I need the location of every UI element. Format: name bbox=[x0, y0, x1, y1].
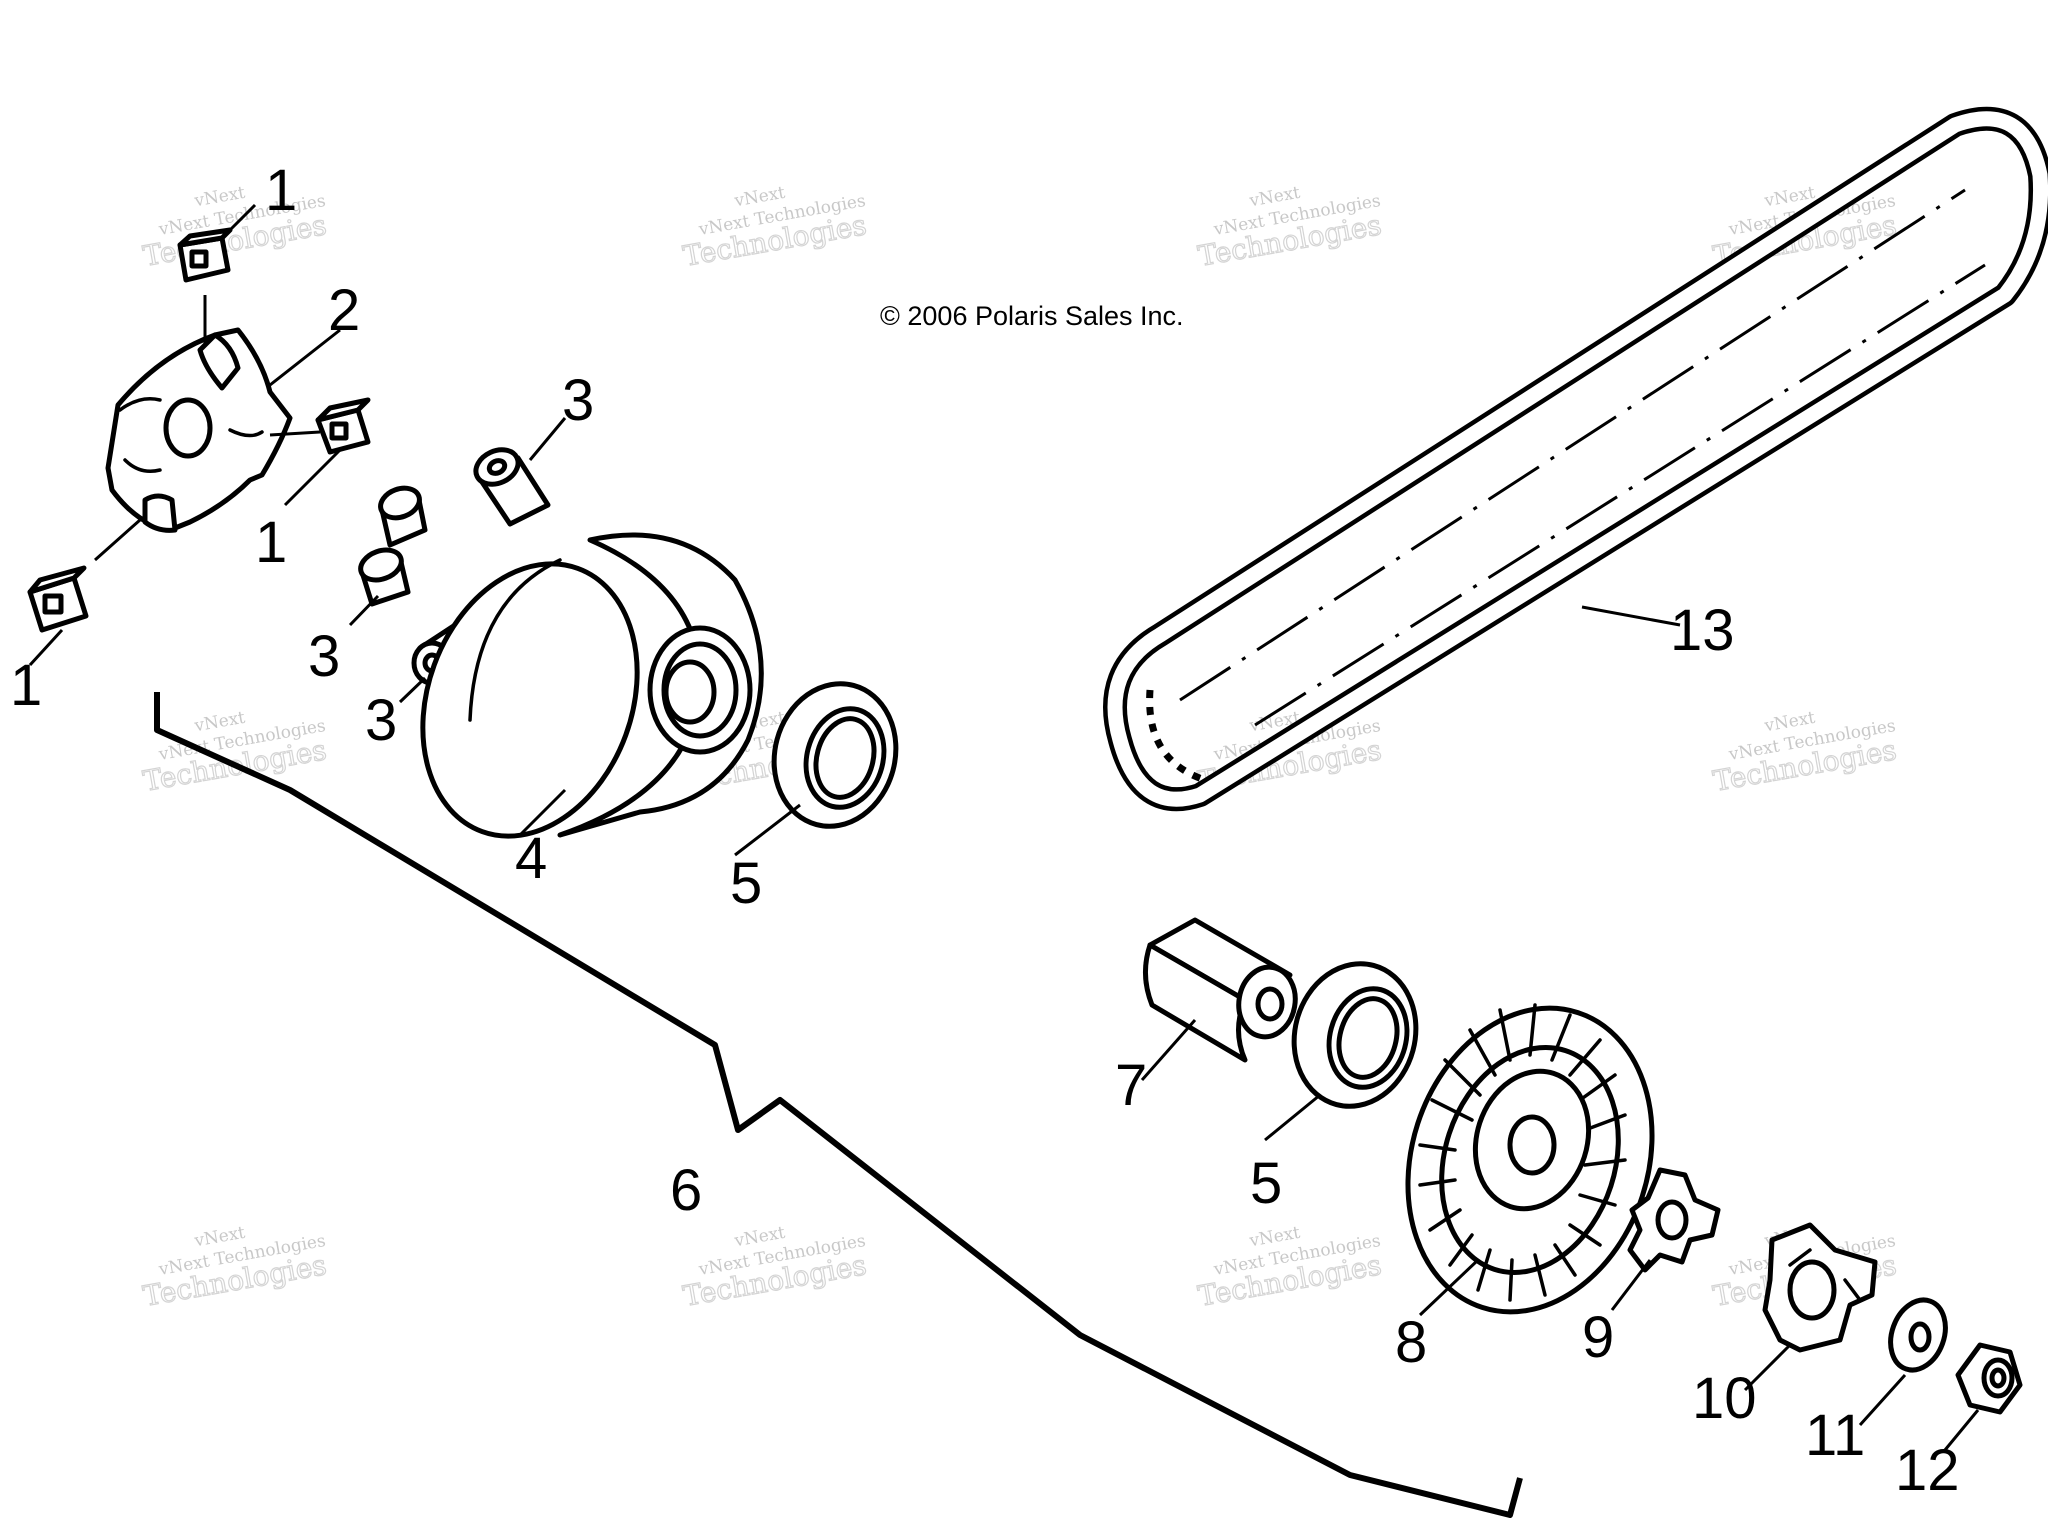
watermark: vNext Technologies Technologies vNext bbox=[1195, 183, 1384, 274]
part-7-spacer bbox=[1143, 917, 1298, 1063]
part-1-slider-right bbox=[315, 397, 371, 455]
part-9-drive-face bbox=[1627, 1167, 1721, 1273]
part-8-fan-pulley bbox=[1405, 1003, 1655, 1315]
callout-1-left: 1 bbox=[10, 653, 42, 718]
watermark: vNext Technologies Technologies vNext bbox=[1195, 1223, 1384, 1314]
callout-1-top: 1 bbox=[265, 158, 297, 223]
callout-13: 13 bbox=[1670, 598, 1735, 663]
callout-3-middle: 3 bbox=[308, 624, 340, 689]
part-3-roller-a bbox=[473, 447, 551, 527]
callouts: 1 2 1 1 3 3 3 4 5 13 7 5 6 8 9 10 11 12 bbox=[10, 158, 1960, 1503]
part-4-pulley bbox=[420, 532, 764, 839]
callout-4: 4 bbox=[515, 826, 547, 891]
callout-8: 8 bbox=[1395, 1310, 1427, 1375]
copyright-text: © 2006 Polaris Sales Inc. bbox=[880, 301, 1184, 331]
watermark: vNext Technologies Technologies vNext bbox=[680, 1223, 869, 1314]
part-3-roller-c bbox=[358, 547, 411, 607]
part-5-seal-lower bbox=[1291, 961, 1419, 1109]
part-6-bracket bbox=[154, 692, 1523, 1518]
part-10-hub bbox=[1762, 1222, 1878, 1353]
watermark: vNext Technologies Technologies vNext bbox=[140, 708, 329, 799]
part-3-roller-b bbox=[378, 485, 428, 548]
leader-lines bbox=[28, 203, 1980, 1451]
part-5-seal-upper bbox=[771, 681, 899, 829]
callout-10: 10 bbox=[1692, 1366, 1757, 1431]
part-1-slider-left bbox=[27, 565, 89, 633]
part-12-nut bbox=[1955, 1342, 2023, 1415]
callout-11: 11 bbox=[1805, 1403, 1865, 1468]
callout-3-lower: 3 bbox=[365, 688, 397, 753]
callout-12: 12 bbox=[1895, 1438, 1960, 1503]
part-11-washer bbox=[1888, 1297, 1948, 1373]
watermark: vNext Technologies Technologies vNext bbox=[1710, 708, 1899, 799]
watermark: vNext Technologies Technologies vNext bbox=[140, 1223, 329, 1314]
watermark: vNext Technologies Technologies vNext bbox=[140, 183, 329, 274]
callout-3-upper: 3 bbox=[562, 368, 594, 433]
callout-6: 6 bbox=[670, 1158, 702, 1223]
watermark: vNext Technologies Technologies vNext bbox=[680, 183, 869, 274]
callout-9: 9 bbox=[1582, 1305, 1614, 1370]
part-2-ramp-plate bbox=[105, 327, 293, 533]
callout-1-right: 1 bbox=[255, 510, 287, 575]
part-13-belt bbox=[1103, 106, 2048, 812]
callout-2: 2 bbox=[328, 278, 360, 343]
callout-5-lower: 5 bbox=[1250, 1151, 1282, 1216]
callout-7: 7 bbox=[1115, 1053, 1147, 1118]
callout-5-upper: 5 bbox=[730, 851, 762, 916]
part-1-slider-top bbox=[177, 227, 233, 283]
